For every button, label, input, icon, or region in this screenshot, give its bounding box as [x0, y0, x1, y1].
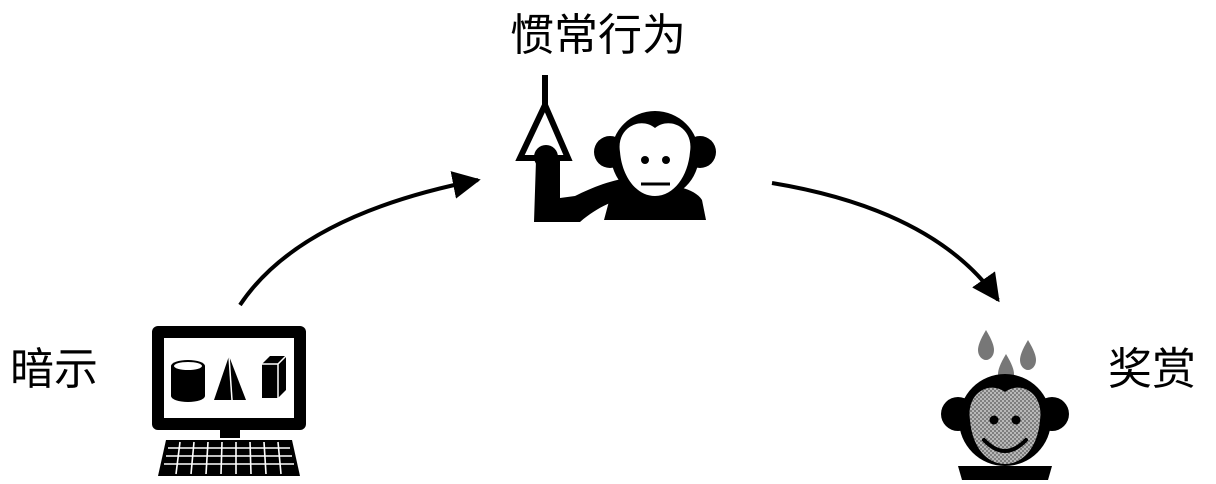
reward-label: 奖赏 [1108, 344, 1196, 395]
arrow-cue-to-habit [238, 171, 481, 307]
monkey-pulling-lever-icon [515, 75, 716, 222]
cue-label: 暗示 [10, 344, 98, 395]
juice-drop-icon [1020, 340, 1036, 370]
habit-label: 惯常行为 [510, 10, 686, 61]
computer-monitor-shapes-icon [152, 326, 306, 476]
arrow-habit-to-reward [771, 181, 1000, 303]
juice-drop-icon [978, 330, 994, 360]
happy-monkey-juice-drops-icon [941, 330, 1069, 480]
